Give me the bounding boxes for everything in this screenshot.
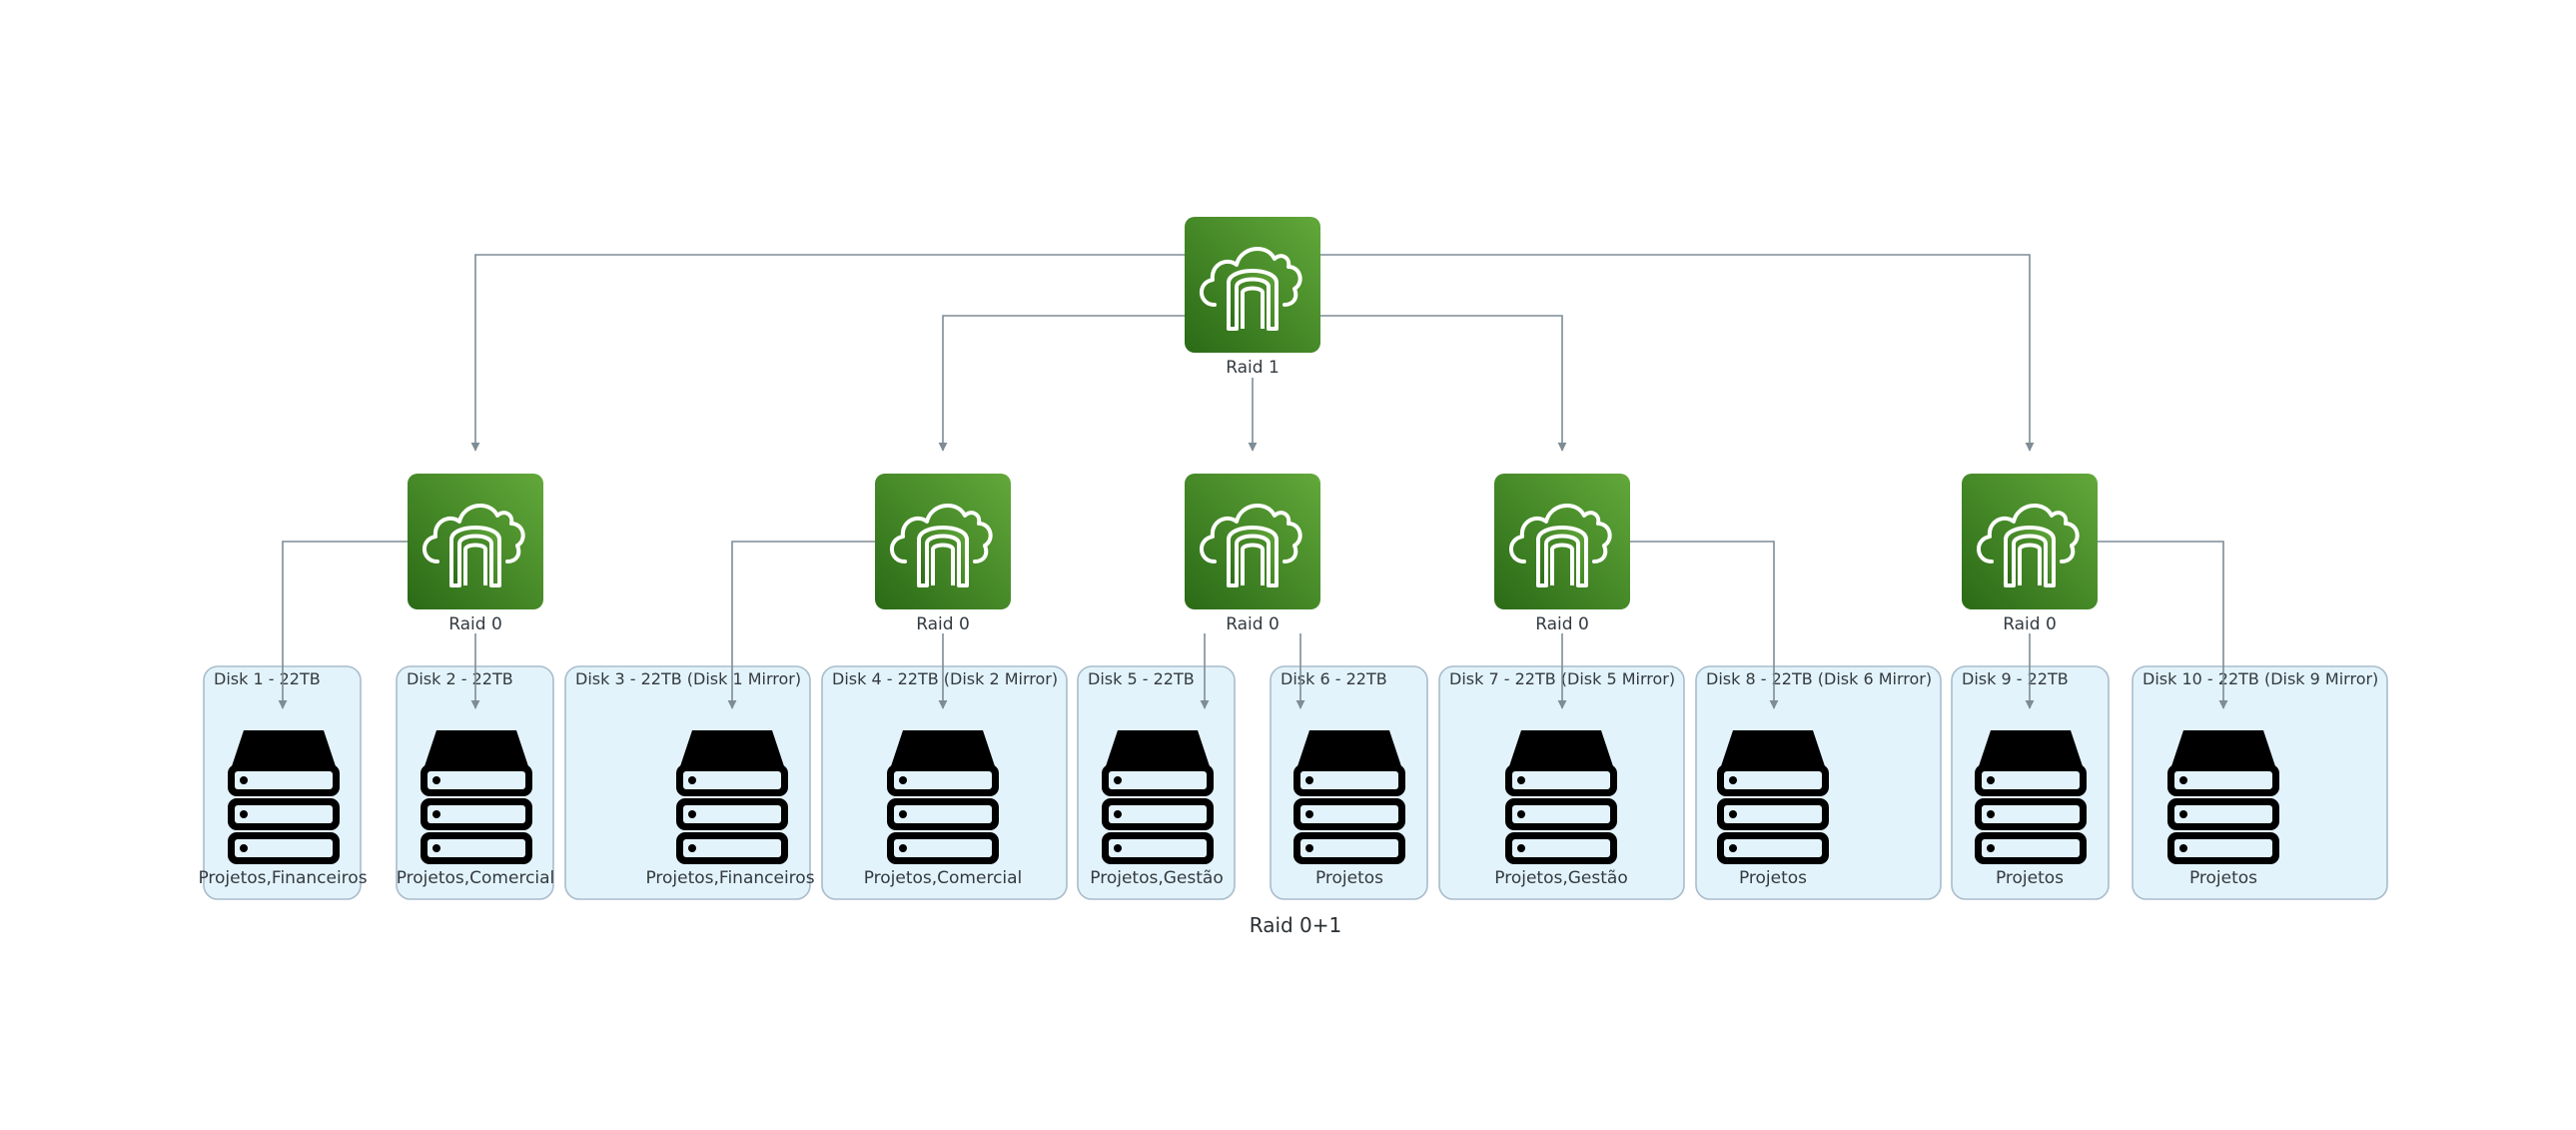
- node-label: Raid 0: [1535, 614, 1589, 634]
- cloud-gateway-icon: [408, 474, 543, 609]
- disk-title: Disk 4 - 22TB (Disk 2 Mirror): [832, 669, 1058, 688]
- node-label: Raid 0: [916, 614, 970, 634]
- disk-title: Disk 1 - 22TB: [214, 669, 321, 688]
- edge-root-to-raid0-4: [1320, 315, 1567, 452]
- raid0-node-2: Raid 0: [875, 474, 1011, 634]
- raid0-node-3: Raid 0: [1185, 474, 1320, 634]
- node-label: Raid 0: [2003, 614, 2057, 634]
- disk-title: Disk 9 - 22TB: [1962, 669, 2069, 688]
- cloud-gateway-icon: [1962, 474, 2098, 609]
- raid0-node-4: Raid 0: [1494, 474, 1630, 634]
- disk-label: Projetos,Gestão: [1090, 868, 1223, 888]
- disk-title: Disk 5 - 22TB: [1088, 669, 1195, 688]
- edge-raid0-4-to-disk-8: [1630, 541, 1779, 709]
- disk-title: Disk 3 - 22TB (Disk 1 Mirror): [575, 669, 801, 688]
- cloud-gateway-icon: [875, 474, 1011, 609]
- disk-label: Projetos: [1315, 868, 1383, 888]
- node-label: Raid 0: [448, 614, 502, 634]
- edge-raid0-2-to-disk-3: [727, 541, 875, 709]
- node-label: Raid 0: [1226, 614, 1280, 634]
- disk-label: Projetos: [2189, 868, 2257, 888]
- edge-root-to-raid0-1: [470, 254, 1185, 452]
- disk-title: Disk 2 - 22TB: [407, 669, 513, 688]
- raid0-node-5: Raid 0: [1962, 474, 2098, 634]
- disk-label: Projetos,Comercial: [864, 868, 1023, 888]
- disk-label: Projetos,Financeiros: [198, 868, 367, 888]
- raid1-node: Raid 1: [1185, 217, 1320, 378]
- edge-raid0-1-to-disk-1: [278, 541, 408, 709]
- disk-title: Disk 8 - 22TB (Disk 6 Mirror): [1706, 669, 1932, 688]
- cloud-gateway-icon: [1494, 474, 1630, 609]
- edge-raid0-5-to-disk-10: [2098, 541, 2228, 709]
- disk-label: Projetos: [1739, 868, 1807, 888]
- diagram-caption: Raid 0+1: [1250, 913, 1342, 937]
- disk-title: Disk 10 - 22TB (Disk 9 Mirror): [2143, 669, 2378, 688]
- disk-label: Projetos,Comercial: [397, 868, 555, 888]
- disk-label: Projetos: [1996, 868, 2064, 888]
- edge-root-to-raid0-5: [1320, 254, 2035, 452]
- disk-label: Projetos,Financeiros: [645, 868, 814, 888]
- cloud-gateway-icon: [1185, 217, 1320, 353]
- disk-label: Projetos,Gestão: [1494, 868, 1627, 888]
- disk-title: Disk 6 - 22TB: [1281, 669, 1387, 688]
- raid0-node-1: Raid 0: [408, 474, 543, 634]
- node-label: Raid 1: [1226, 358, 1280, 378]
- cloud-gateway-icon: [1185, 474, 1320, 609]
- edge-root-to-raid0-2: [938, 315, 1185, 452]
